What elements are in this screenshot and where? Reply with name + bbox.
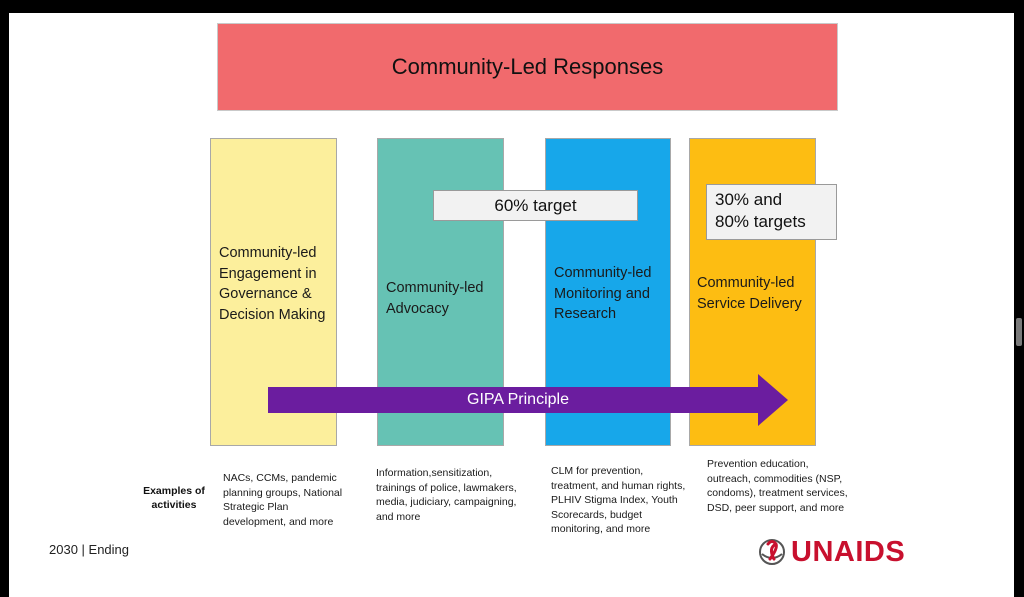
- gipa-arrow: GIPA Principle: [268, 374, 788, 426]
- unaids-logo: UNAIDS: [757, 534, 977, 570]
- gipa-arrow-shape: [268, 374, 788, 426]
- slide: Community-Led Responses Community-led En…: [9, 13, 1014, 597]
- example-service-delivery: Prevention education, outreach, commodit…: [707, 458, 848, 514]
- example-engagement: NACs, CCMs, pandemic planning groups, Na…: [223, 472, 343, 528]
- example-monitoring: CLM for prevention, treatment, and human…: [551, 465, 686, 535]
- examples-label: Examples of activities: [143, 485, 205, 511]
- target-box-30-80: 30% and 80% targets: [706, 184, 837, 240]
- logo-text: UNAIDS: [791, 535, 906, 568]
- target-box-60: 60% target: [433, 190, 638, 221]
- column-label-service-delivery: Community-led Service Delivery: [697, 275, 802, 312]
- example-advocacy: Information,sensitization, trainings of …: [376, 467, 517, 523]
- column-label-monitoring: Community-led Monitoring and Research: [554, 265, 652, 322]
- target-60-text: 60% target: [494, 195, 577, 215]
- window-edge-tick: [1016, 318, 1022, 346]
- target-30-80-line2: 80% targets: [715, 212, 806, 231]
- target-30-80-line1: 30% and: [715, 190, 783, 209]
- ribbon-emblem-icon: [759, 539, 785, 565]
- column-label-engagement: Community-led Engagement in Governance &…: [219, 245, 326, 323]
- column-label-advocacy: Community-led Advocacy: [386, 280, 484, 317]
- title-text: Community-Led Responses: [391, 54, 664, 79]
- title-banner: Community-Led Responses: [217, 23, 838, 111]
- gipa-arrow-label: GIPA Principle: [467, 391, 569, 408]
- footer-text: 2030 | Ending: [49, 542, 129, 557]
